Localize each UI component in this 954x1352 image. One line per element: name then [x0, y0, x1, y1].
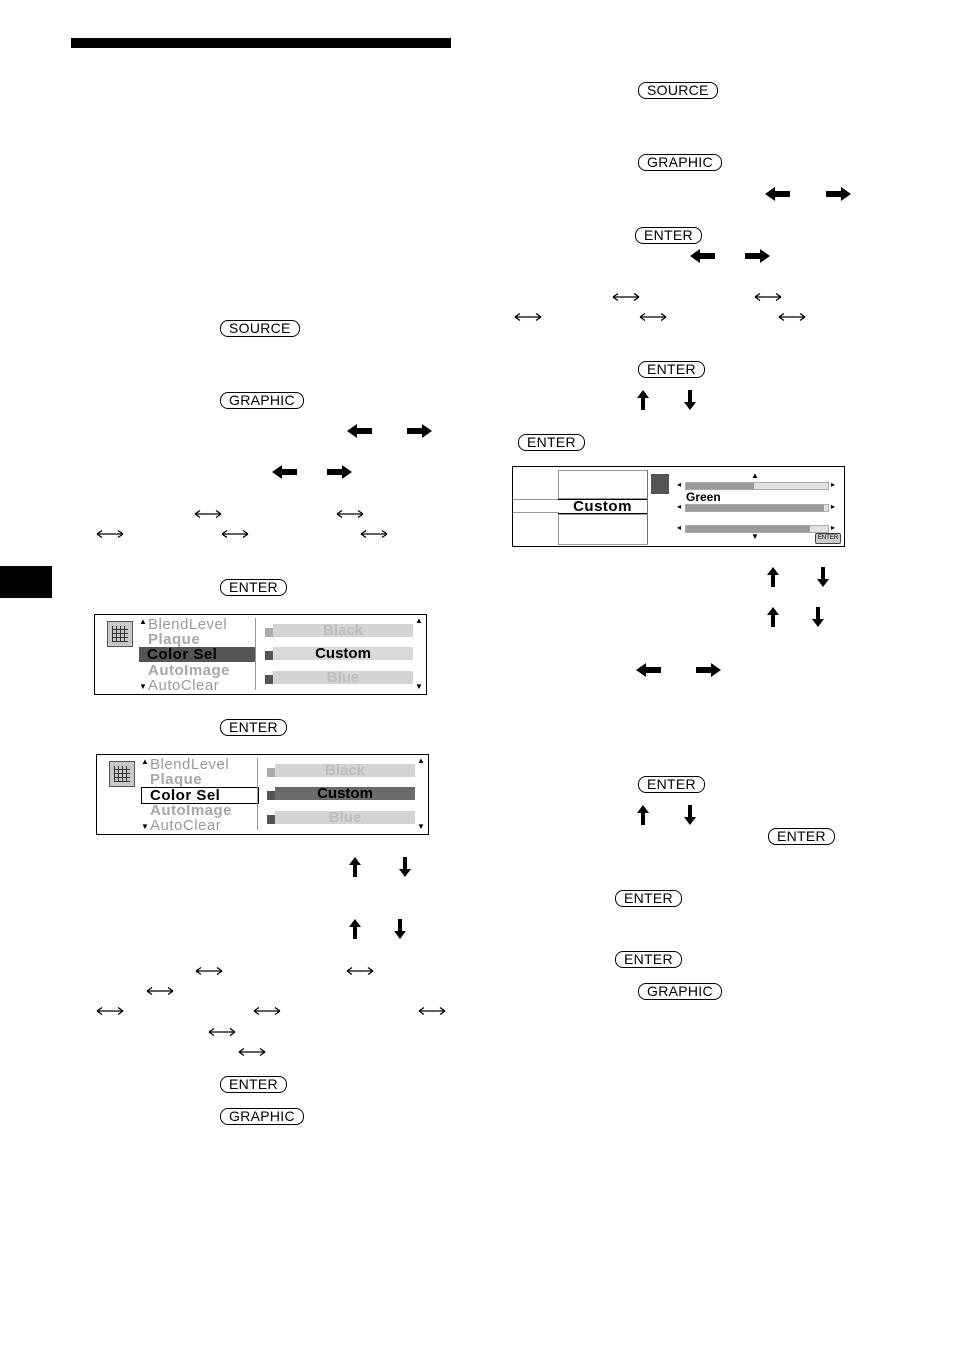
- enter-button[interactable]: ENTER: [615, 951, 682, 968]
- double-arrow-icon: [96, 529, 124, 539]
- option-custom: Custom: [273, 646, 413, 661]
- enter-button[interactable]: ENTER: [635, 227, 702, 244]
- arrow-down-icon: [399, 857, 411, 877]
- arrow-down-icon: [684, 805, 696, 825]
- enter-button[interactable]: ENTER: [638, 776, 705, 793]
- menu-item-autoimage: AutoImage: [148, 662, 231, 679]
- arrow-up-icon: [349, 919, 361, 939]
- arrow-down-icon: [394, 919, 406, 939]
- display-screen-custom-color: Custom ▲ ◂ ▸ Green ◂ ▸ ◂ ▸ ▼ ENTER: [512, 466, 845, 547]
- section-header-bar: [71, 38, 451, 48]
- option-black: Black: [275, 763, 415, 778]
- enter-button[interactable]: ENTER: [638, 361, 705, 378]
- enter-button[interactable]: ENTER: [220, 579, 287, 596]
- color-swatch: [651, 474, 669, 494]
- custom-label: Custom: [558, 499, 647, 514]
- option-black: Black: [273, 623, 413, 638]
- enter-button[interactable]: ENTER: [768, 828, 835, 845]
- double-arrow-icon: [360, 529, 388, 539]
- arrow-left-icon: [347, 424, 372, 438]
- arrow-down-icon: [812, 607, 824, 627]
- arrow-right-icon: [696, 663, 721, 677]
- color-name-label: Green: [686, 490, 721, 504]
- arrow-left-icon: [690, 249, 715, 263]
- graphic-button[interactable]: GRAPHIC: [638, 154, 722, 171]
- arrow-right-icon: [327, 465, 352, 479]
- enter-button[interactable]: ENTER: [220, 719, 287, 736]
- arrow-right-icon: [407, 424, 432, 438]
- grid-icon: [109, 761, 135, 787]
- graphic-button[interactable]: GRAPHIC: [220, 392, 304, 409]
- menu-item-autoclear: AutoClear: [148, 677, 220, 694]
- double-arrow-icon: [208, 1027, 236, 1037]
- menu-item-blendlevel: BlendLevel: [150, 756, 230, 773]
- arrow-down-icon: [684, 390, 696, 410]
- arrow-up-icon: [349, 857, 361, 877]
- option-blue: Blue: [275, 810, 415, 825]
- double-arrow-icon: [612, 292, 640, 302]
- double-arrow-icon: [639, 312, 667, 322]
- double-arrow-icon: [336, 509, 364, 519]
- option-blue: Blue: [273, 670, 413, 685]
- option-custom: Custom: [275, 786, 415, 801]
- double-arrow-icon: [96, 1006, 124, 1016]
- arrow-right-icon: [826, 187, 851, 201]
- scroll-down-icon: ▼: [139, 682, 147, 691]
- display-screen-color-select: ▲ BlendLevel Plaque Color Sel AutoImage …: [94, 614, 427, 695]
- double-arrow-icon: [146, 986, 174, 996]
- arrow-left-icon: [272, 465, 297, 479]
- enter-badge: ENTER: [815, 533, 841, 544]
- scroll-down-icon: ▼: [141, 822, 149, 831]
- menu-item-color-sel: Color Sel: [141, 787, 259, 804]
- double-arrow-icon: [221, 529, 249, 539]
- chapter-tab: [0, 566, 52, 598]
- color-slider-red[interactable]: [685, 482, 829, 490]
- arrow-up-icon: [767, 607, 779, 627]
- enter-button[interactable]: ENTER: [615, 890, 682, 907]
- arrow-right-icon: [745, 249, 770, 263]
- source-button[interactable]: SOURCE: [220, 320, 300, 337]
- menu-item-plaque: Plaque: [150, 771, 203, 788]
- grid-icon: [107, 621, 133, 647]
- double-arrow-icon: [238, 1047, 266, 1057]
- color-slider-blue[interactable]: [685, 525, 829, 533]
- menu-item-autoclear: AutoClear: [150, 817, 222, 834]
- double-arrow-icon: [195, 966, 223, 976]
- graphic-button[interactable]: GRAPHIC: [638, 983, 722, 1000]
- menu-item-color-sel: Color Sel: [139, 647, 255, 662]
- menu-item-autoimage: AutoImage: [150, 802, 233, 819]
- double-arrow-icon: [514, 312, 542, 322]
- arrow-up-icon: [637, 390, 649, 410]
- double-arrow-icon: [346, 966, 374, 976]
- double-arrow-icon: [194, 509, 222, 519]
- arrow-up-icon: [767, 567, 779, 587]
- menu-item-plaque: Plaque: [148, 631, 201, 648]
- graphic-button[interactable]: GRAPHIC: [220, 1108, 304, 1125]
- double-arrow-icon: [778, 312, 806, 322]
- arrow-left-icon: [765, 187, 790, 201]
- scroll-up-icon: ▲: [141, 757, 149, 766]
- double-arrow-icon: [253, 1006, 281, 1016]
- arrow-up-icon: [637, 805, 649, 825]
- scroll-up-icon: ▲: [139, 617, 147, 626]
- source-button[interactable]: SOURCE: [638, 82, 718, 99]
- arrow-down-icon: [817, 567, 829, 587]
- enter-button[interactable]: ENTER: [220, 1076, 287, 1093]
- arrow-left-icon: [636, 663, 661, 677]
- double-arrow-icon: [754, 292, 782, 302]
- menu-item-blendlevel: BlendLevel: [148, 616, 228, 633]
- display-screen-custom-select: ▲ BlendLevel Plaque Color Sel AutoImage …: [96, 754, 429, 835]
- enter-button[interactable]: ENTER: [518, 434, 585, 451]
- color-slider-green[interactable]: [685, 504, 829, 512]
- double-arrow-icon: [418, 1006, 446, 1016]
